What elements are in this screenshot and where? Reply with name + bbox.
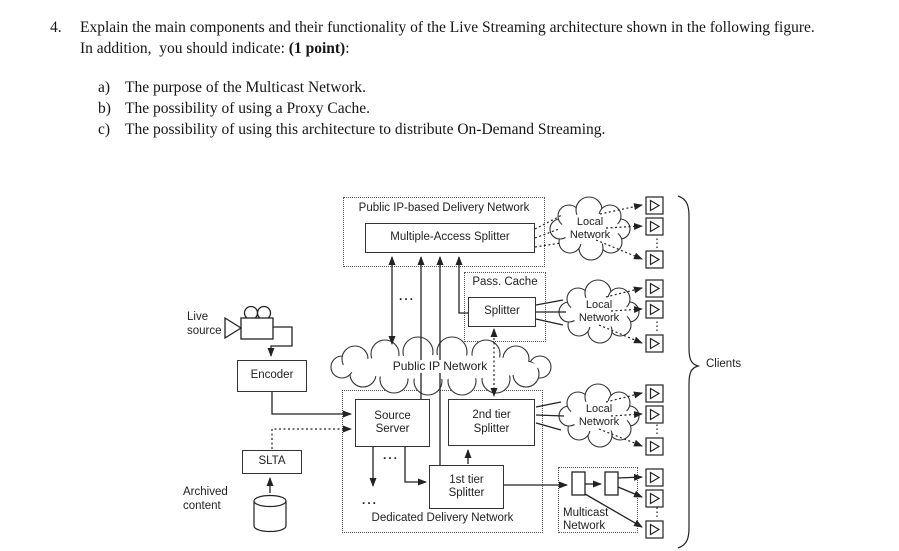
public-ip-network-label: Public IP Network: [388, 360, 492, 373]
clients-label: Clients: [706, 358, 742, 370]
question-line-2-colon: :: [345, 40, 350, 57]
relay-node-icon-2: [604, 471, 619, 496]
subitem-c: c) The possibility of using this archite…: [98, 119, 890, 140]
question-line-1: Explain the main components and their fu…: [80, 19, 815, 36]
arrow-node1-to-client3: [584, 493, 643, 528]
client-player-icon: [645, 279, 664, 298]
subitem-b: b) The possibility of using a Proxy Cach…: [98, 98, 890, 119]
clients-vdots-1: ⋮: [651, 236, 663, 250]
dedicated-delivery-network-box: [342, 390, 543, 533]
links-ma-splitter-to-cloud1: [534, 214, 563, 248]
ellipsis-source-out: ...: [383, 448, 400, 462]
links-second-tier-to-cloud3: [535, 401, 565, 431]
slta-box: SLTA: [242, 450, 302, 474]
client-icons: [645, 196, 664, 539]
subitem-c-text: The possibility of using this architectu…: [125, 121, 606, 138]
client-player-icon: [645, 384, 664, 403]
arrow-source-to-first-tier: [404, 447, 427, 486]
database-cylinder-icon: [253, 494, 287, 533]
question-subitems: a) The purpose of the Multicast Network.…: [50, 77, 890, 140]
subitem-c-label: c): [98, 121, 111, 138]
arrow-slta-to-source-server: [271, 425, 352, 449]
clients-brace: [677, 195, 701, 549]
links-splitter-to-cloud2: [535, 299, 566, 326]
public-delivery-network-box: [343, 197, 545, 267]
question-text: Explain the main components and their fu…: [80, 17, 890, 59]
arrow-camera-to-encoder: [267, 326, 293, 357]
client-player-icon: [645, 405, 664, 424]
subitem-b-text: The possibility of using a Proxy Cache.: [125, 100, 370, 117]
multiple-access-splitter-box: Multiple-Access Splitter: [365, 223, 535, 253]
subitem-b-label: b): [98, 100, 111, 117]
encoder-box: Encoder: [237, 360, 307, 392]
ellipsis-splitter-links: ...: [399, 289, 416, 303]
multicast-network-label: Multicast Network: [563, 507, 633, 532]
pass-cache-label: Pass. Cache: [472, 276, 538, 288]
subitem-a: a) The purpose of the Multicast Network.: [98, 77, 890, 98]
multicast-network-box: [558, 467, 638, 533]
client-player-icon: [645, 520, 664, 539]
multicast-label-line2: Network: [563, 519, 606, 532]
local-network-cloud-2: [558, 279, 640, 344]
client-player-icon: [645, 437, 664, 456]
ellipsis-source-down: ...: [362, 493, 379, 507]
client-player-icon: [645, 217, 664, 236]
local-network-cloud-1: [549, 196, 631, 261]
multicast-relay-nodes: [571, 471, 619, 496]
arrow-node2-to-client2: [617, 486, 643, 498]
pass-cache-box: [464, 272, 546, 342]
client-player-icon: [645, 300, 664, 319]
clients-vdots-2: ⋮: [651, 319, 663, 333]
arrow-encoder-to-source-server: [271, 392, 352, 418]
clients-vdots-3: ⋮: [651, 422, 663, 436]
clients-vdots-4: ⋮: [651, 505, 663, 519]
arrows-cloud2-to-clients: [598, 286, 643, 344]
splitter-box: Splitter: [468, 297, 536, 327]
subitem-a-text: The purpose of the Multicast Network.: [125, 79, 367, 96]
question-block: 4. Explain the main components and their…: [50, 17, 890, 140]
client-player-icon: [645, 196, 664, 215]
client-player-icon: [645, 489, 664, 508]
client-player-icon: [645, 334, 664, 353]
multicast-label-line1: Multicast: [563, 507, 609, 519]
client-player-icon: [645, 468, 664, 487]
arrow-passcache-to-ma-splitter: [455, 256, 468, 314]
question-number: 4.: [50, 19, 62, 36]
dedicated-delivery-network-label: Dedicated Delivery Network: [371, 512, 514, 524]
client-player-icon: [645, 250, 664, 269]
public-delivery-network-label: Public IP-based Delivery Network: [358, 202, 530, 214]
question-line-2: In addition, you should indicate:: [80, 40, 289, 57]
arrows-cloud3-to-clients: [598, 391, 643, 447]
video-camera-icon: [224, 305, 274, 340]
arrows-cloud1-to-clients: [595, 203, 643, 260]
arrow-node2-to-client1: [617, 473, 643, 481]
subitem-a-label: a): [98, 79, 111, 96]
question-points: (1 point): [288, 40, 346, 57]
relay-node-icon-1: [571, 471, 586, 496]
